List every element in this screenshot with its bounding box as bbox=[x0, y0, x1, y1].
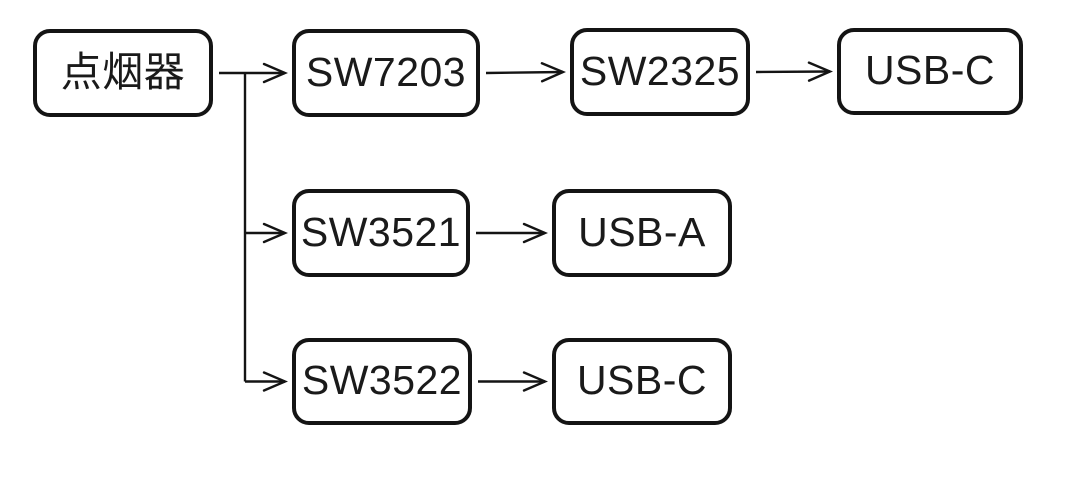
diagram-node-usbc1: USB-C bbox=[837, 28, 1023, 115]
diagram-node-sw2325: SW2325 bbox=[570, 28, 750, 116]
diagram-node-usba: USB-A bbox=[552, 189, 732, 277]
node-label-usbc2: USB-C bbox=[576, 357, 708, 403]
node-label-sw2325: SW2325 bbox=[579, 47, 741, 94]
node-label-sw7203: SW7203 bbox=[305, 48, 467, 95]
node-label-lighter: 点烟器 bbox=[60, 48, 186, 95]
diagram-node-usbc2: USB-C bbox=[552, 338, 732, 425]
node-label-sw3521: SW3521 bbox=[300, 208, 462, 255]
node-label-usba: USB-A bbox=[578, 208, 706, 255]
arrow-sw2325-usbc1 bbox=[755, 72, 830, 73]
node-label-sw3522: SW3522 bbox=[301, 357, 463, 403]
diagram-node-sw7203: SW7203 bbox=[292, 29, 480, 117]
diagram-node-sw3521: SW3521 bbox=[292, 189, 470, 277]
arrow-sw7203-sw2325 bbox=[485, 72, 563, 73]
diagram-node-lighter: 点烟器 bbox=[33, 29, 213, 117]
diagram-node-sw3522: SW3522 bbox=[292, 338, 472, 425]
node-label-usbc1: USB-C bbox=[864, 47, 996, 93]
